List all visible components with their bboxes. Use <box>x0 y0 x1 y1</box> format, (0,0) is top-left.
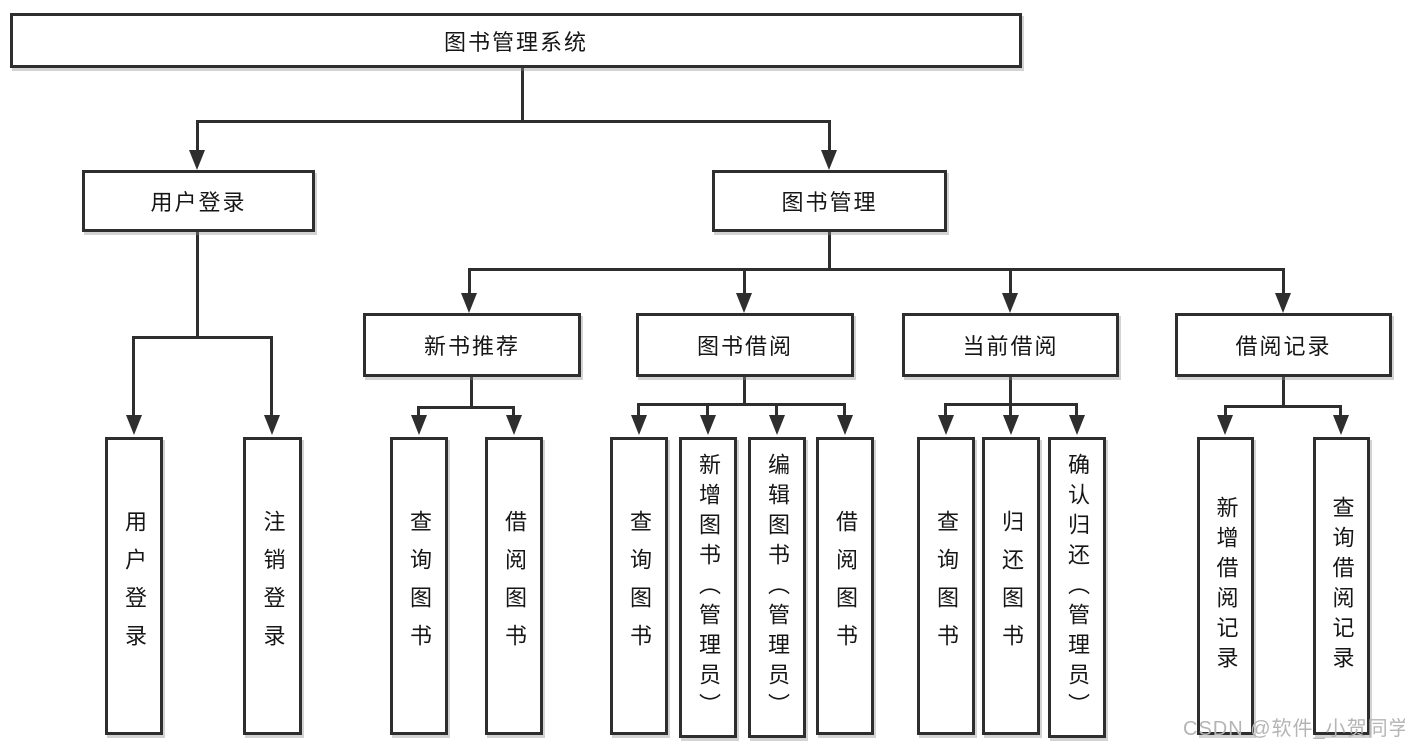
node-book-management: 图书管理 <box>712 170 947 232</box>
connector-line <box>468 268 471 295</box>
connector-line <box>743 268 746 295</box>
connector-line <box>1075 403 1078 418</box>
connector-line <box>637 403 640 418</box>
connector-line <box>196 120 199 152</box>
leaf-return-books: 归还图书 <box>982 437 1040 735</box>
connector-line <box>196 232 199 336</box>
connector-line <box>944 403 947 418</box>
arrow-down-icon <box>837 415 853 435</box>
node-current-borrowing: 当前借阅 <box>902 313 1119 377</box>
connector-line <box>843 403 846 418</box>
arrow-down-icon <box>189 150 205 170</box>
connector-line <box>706 403 709 418</box>
arrow-down-icon <box>700 415 716 435</box>
connector-line <box>132 336 135 418</box>
arrow-down-icon <box>821 150 837 170</box>
connector-line <box>1224 405 1342 408</box>
leaf-user-login: 用户登录 <box>105 437 163 735</box>
arrow-down-icon <box>1002 293 1018 313</box>
connector-line <box>468 268 1284 271</box>
connector-line <box>512 406 515 418</box>
connector-line <box>828 120 831 152</box>
connector-line <box>1009 268 1012 295</box>
arrow-down-icon <box>631 415 647 435</box>
connector-line <box>1009 377 1012 403</box>
leaf-edit-books-admin: 编辑图书（管理员） <box>748 437 806 738</box>
connector-line <box>775 403 778 418</box>
node-borrow-records: 借阅记录 <box>1175 313 1392 377</box>
node-user-login: 用户登录 <box>82 170 315 232</box>
connector-line <box>270 336 273 418</box>
leaf-borrow-books-recommend: 借阅图书 <box>485 437 543 735</box>
connector-line <box>521 68 524 120</box>
leaf-add-borrow-record: 新增借阅记录 <box>1197 437 1254 735</box>
connector-line <box>1224 405 1227 418</box>
arrow-down-icon <box>1275 293 1291 313</box>
connector-line <box>417 406 515 409</box>
connector-line <box>828 232 831 268</box>
leaf-borrow-books: 借阅图书 <box>816 437 874 735</box>
connector-line <box>470 377 473 406</box>
csdn-watermark: CSDN @软件_小贺同学 <box>1183 718 1405 740</box>
leaf-query-books-recommend: 查询图书 <box>390 437 448 735</box>
node-new-book-recommend: 新书推荐 <box>363 313 581 377</box>
arrow-down-icon <box>1003 415 1019 435</box>
arrow-down-icon <box>1217 415 1233 435</box>
leaf-query-borrow-record: 查询借阅记录 <box>1313 437 1370 735</box>
connector-line <box>637 403 846 406</box>
connector-line <box>743 377 746 403</box>
leaf-add-books-admin: 新增图书（管理员） <box>679 437 737 738</box>
leaf-logout: 注销登录 <box>243 437 302 735</box>
arrow-down-icon <box>1333 415 1349 435</box>
arrow-down-icon <box>411 415 427 435</box>
connector-line <box>1339 405 1342 418</box>
leaf-query-books-borrowing: 查询图书 <box>610 437 668 735</box>
arrow-down-icon <box>769 415 785 435</box>
arrow-down-icon <box>1069 415 1085 435</box>
connector-line <box>417 406 420 418</box>
connector-line <box>196 120 831 123</box>
arrow-down-icon <box>461 293 477 313</box>
arrow-down-icon <box>938 415 954 435</box>
arrow-down-icon <box>736 293 752 313</box>
connector-line <box>132 336 273 339</box>
node-root: 图书管理系统 <box>10 13 1022 68</box>
arrow-down-icon <box>264 415 280 435</box>
node-book-borrowing: 图书借阅 <box>636 313 854 377</box>
connector-line <box>1282 268 1285 295</box>
connector-line <box>1009 403 1012 418</box>
arrow-down-icon <box>126 415 142 435</box>
connector-line <box>1282 377 1285 405</box>
arrow-down-icon <box>506 415 522 435</box>
leaf-confirm-return-admin: 确认归还（管理员） <box>1048 437 1106 738</box>
leaf-query-books-current: 查询图书 <box>917 437 975 735</box>
